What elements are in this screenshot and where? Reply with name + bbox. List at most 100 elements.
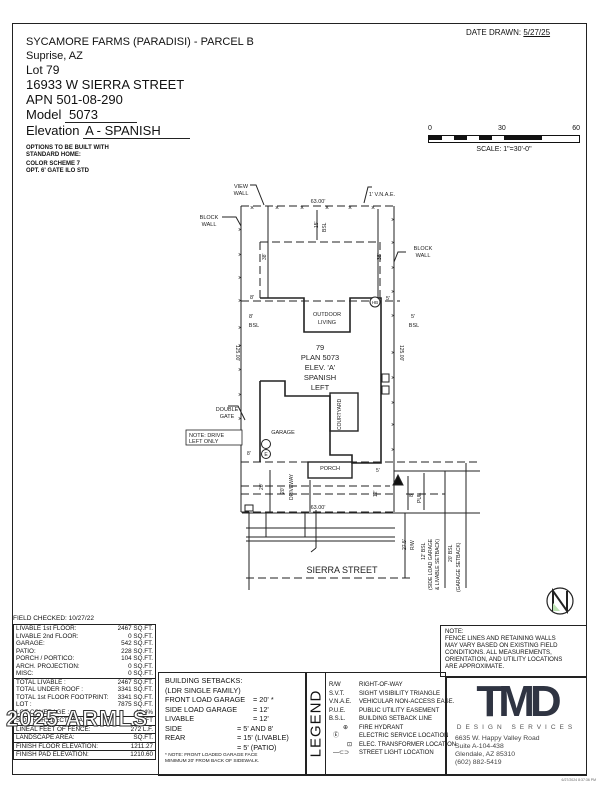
table-row: LINEAL FEET OF FENCE:272 L.F.	[16, 725, 153, 733]
options-line: OPTIONS TO BE BUILT WITH	[26, 145, 109, 151]
address: 16933 W SIERRA STREET	[26, 77, 185, 92]
note-title: NOTE:	[445, 628, 464, 635]
lot-number: 79	[46, 63, 60, 77]
project-header: SYCAMORE FARMS (PARADISI) - PARCEL B Sup…	[26, 36, 254, 175]
table-row: LOT :7875 SQ.FT.	[16, 701, 153, 708]
scale-graphic	[428, 135, 580, 143]
label-garage: GARAGE	[271, 430, 295, 436]
setback-row: SIDE LOAD GARAGE= 12'	[165, 704, 269, 714]
table-row: TOTAL 1st FLOOR FOOTPRINT:3341 SQ.FT.	[16, 693, 153, 701]
note-line: CONDITIONS. ALL MEASUREMENTS,	[445, 649, 552, 656]
general-note-box: NOTE: FENCE LINES AND RETAINING WALLS MA…	[440, 625, 587, 677]
dim-38: 38'	[262, 253, 268, 260]
address-line: Glendale, AZ 85310	[455, 751, 516, 758]
dim-side: 5'	[411, 314, 415, 320]
setbacks-note-line: * NOTE: FRONT LOADED GARAGE FACE	[165, 753, 258, 758]
label-courtyard: COURTYARD	[337, 398, 343, 430]
dim-5: 5'	[376, 468, 380, 474]
table-row: TOTAL UNDER ROOF :3341 SQ.FT.	[16, 686, 153, 693]
options-note: OPTIONS TO BE BUILT WITH STANDARD HOME: …	[26, 145, 254, 175]
area-group-2: TOTAL LIVABLE :2467 SQ.FT. TOTAL UNDER R…	[14, 679, 155, 717]
table-row: LIVABLE 1st FLOOR:2467 SQ.FT.	[16, 625, 153, 632]
setback-row: FRONT LOAD GARAGE= 20' *	[165, 695, 274, 704]
elevation-line: Elevation A - SPANISH	[26, 123, 254, 139]
label-view-wall: VIEW	[234, 184, 249, 190]
company-phone: (602) 882-5419	[455, 759, 502, 766]
label-block-wall-left: BLOCK	[200, 215, 219, 221]
label-pue: PUE	[417, 492, 423, 503]
svg-text:×: ×	[391, 265, 395, 272]
label-bsl-20: 20' BSL	[448, 544, 454, 562]
dim-side-bsl: BSL	[409, 323, 419, 329]
elevation-label: Elevation	[26, 123, 80, 138]
legend-item: B.S.L.BUILDING SETBACK LINE	[329, 716, 433, 722]
label-bsl-12: 12' BSL	[421, 542, 427, 560]
apn-label: APN	[26, 92, 53, 107]
label-block-wall-right: BLOCK	[414, 246, 433, 252]
svg-text:×: ×	[238, 275, 242, 282]
label-outdoor-living: OUTDOOR	[313, 312, 341, 318]
svg-text:×: ×	[391, 447, 395, 454]
legend-item: P.U.E.PUBLIC UTILITY EASEMENT	[329, 707, 440, 714]
scale-bar: 0 30 60 SCALE: 1"=30'-0"	[428, 125, 580, 153]
legend-item-fire-hydrant: ⊕FIRE HYDRANT	[329, 724, 456, 733]
elevation-value: A - SPANISH	[83, 123, 191, 139]
svg-text:×: ×	[391, 422, 395, 429]
table-row: LIVABLE 2nd FLOOR:0 SQ.FT.	[16, 632, 153, 640]
svg-text:×: ×	[391, 240, 395, 247]
hb-label: HB	[372, 300, 378, 305]
label-bsl-12: (SIDE LOAD GARAGE	[428, 538, 434, 590]
table-row: SIDE FOR ELECTRICAL =LEFT	[16, 717, 153, 724]
hose-bib-icon: HB	[369, 296, 381, 308]
dim-side: 8'	[249, 314, 253, 320]
table-row: FINISH FLOOR ELEVATION:1211.27	[16, 742, 153, 750]
label-driveway: DRIVEWAY	[289, 473, 295, 500]
label-outdoor-living: LIVING	[318, 320, 336, 326]
svg-text:×: ×	[238, 227, 242, 234]
model-label: Model	[26, 107, 62, 122]
scale-tick: 30	[498, 125, 506, 132]
table-row: MISC:0 SQ.FT.	[16, 670, 153, 677]
dim-pue: 8'	[409, 493, 415, 497]
date-label: DATE DRAWN:	[466, 28, 522, 37]
label-plan-number: PLAN 5073	[301, 353, 339, 362]
svg-text:×: ×	[250, 205, 254, 212]
label-block-wall-left: WALL	[202, 222, 217, 228]
label-block-wall-right: WALL	[416, 253, 431, 259]
label-double-gate: DOUBLE	[216, 407, 239, 413]
dim-12: 12'	[373, 490, 379, 497]
hose-bib-icon	[261, 439, 271, 449]
date-value: 5/27/25	[523, 28, 551, 37]
legend-title: LEGEND	[307, 689, 325, 758]
options-line: OPT. 6' GATE ILO STD	[26, 168, 89, 174]
svg-text:×: ×	[371, 205, 375, 212]
north-arrow-icon	[546, 587, 574, 615]
label-double-gate: GATE	[220, 414, 235, 420]
dim-depth: 125.00'	[234, 345, 240, 361]
setbacks-subtitle: (LDR SINGLE FAMILY)	[165, 685, 241, 695]
company-block: TMD DESIGN SERVICES 6635 W. Happy Valley…	[446, 677, 587, 776]
legend-item-transformer: ⊡ELEC. TRANSFORMER LOCATION	[329, 741, 456, 750]
table-row: PORCH / PORTICO:104 SQ.FT.	[16, 655, 153, 662]
setback-row: SIDE= 5' AND 8'	[165, 723, 274, 733]
model-value: 5073	[65, 107, 138, 123]
label-view-wall: WALL	[234, 191, 249, 197]
lot-label: Lot	[26, 63, 43, 77]
table-row: LANDSCAPE AREA:SQ.FT.	[16, 734, 153, 741]
apn-value: 501-08-290	[56, 92, 123, 107]
area-group-5: LANDSCAPE AREA:SQ.FT.	[14, 734, 155, 743]
fire-hydrant-icon: ⊕	[343, 724, 349, 731]
area-group-3: SIDE FOR ELECTRICAL =LEFT	[14, 717, 155, 726]
transformer-icon: ⊡	[347, 741, 353, 748]
electric-service-icon: Ⓔ	[333, 733, 340, 739]
label-elevation: ELEV. 'A'	[305, 363, 336, 372]
company-logo: TMD	[476, 677, 561, 726]
label-style: SPANISH	[304, 373, 336, 382]
scale-tick: 0	[428, 125, 432, 132]
svg-text:×: ×	[325, 205, 329, 212]
legend-item: V.N.A.E.VEHICULAR NON-ACCESS EASE.	[329, 699, 455, 705]
setback-row: LIVABLE= 12'	[165, 714, 269, 723]
label-lot-number: 79	[316, 343, 324, 352]
